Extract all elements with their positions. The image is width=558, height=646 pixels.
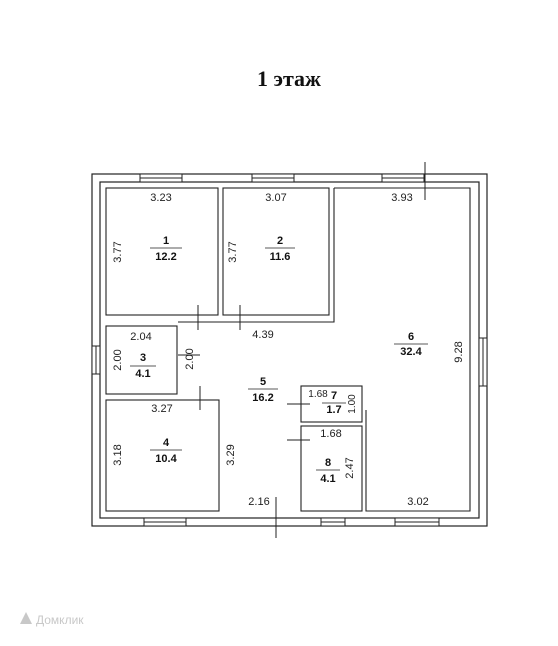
room-5-height: 3.29	[225, 444, 237, 465]
room-5-bottom: 2.16	[248, 496, 269, 508]
hall-top-wall	[178, 188, 335, 323]
room-5-area: 16.2	[252, 392, 273, 404]
room-3-height: 2.00	[112, 349, 124, 370]
room-8-area: 4.1	[320, 473, 335, 485]
room-2-height: 3.77	[227, 241, 239, 262]
room-8-outline	[300, 425, 363, 512]
room-8-height: 2.47	[344, 457, 356, 478]
room-4-height: 3.18	[112, 444, 124, 465]
windows	[91, 173, 488, 527]
room-4-outline	[105, 399, 220, 512]
room-3-number: 3	[140, 352, 146, 364]
outer-wall	[91, 173, 488, 527]
room-1-width: 3.23	[150, 192, 171, 204]
room-1-height: 3.77	[112, 241, 124, 262]
room-7-area: 1.7	[326, 404, 341, 416]
label-dividers	[130, 247, 428, 471]
room-5-number: 5	[260, 376, 266, 388]
room-7-height: 1.00	[347, 394, 358, 414]
room-6-height: 9.28	[453, 341, 465, 362]
watermark-text: Домклик	[36, 613, 84, 627]
interior-walls	[105, 187, 471, 512]
room-6-number: 6	[408, 331, 414, 343]
room-2-number: 2	[277, 235, 283, 247]
room-7-number: 7	[331, 390, 337, 402]
room-6-area: 32.4	[400, 346, 422, 358]
room-1-number: 1	[163, 235, 169, 247]
room-8-width: 1.68	[320, 428, 341, 440]
watermark-icon	[20, 612, 32, 624]
room-6-bottom: 3.02	[407, 496, 428, 508]
room-4-number: 4	[163, 437, 170, 449]
watermark-logo: Домклик	[20, 612, 84, 627]
room-3-width: 2.04	[130, 331, 151, 343]
room-1-outline	[105, 187, 219, 316]
room-5-width: 4.39	[252, 329, 273, 341]
room-4-area: 10.4	[155, 453, 177, 465]
room-7-width: 1.68	[308, 389, 328, 400]
room-2-area: 11.6	[270, 251, 291, 263]
room-3-area: 4.1	[135, 368, 150, 380]
room-1-area: 12.2	[155, 251, 176, 263]
room-6-width: 3.93	[391, 192, 412, 204]
room-4-width: 3.27	[151, 403, 172, 415]
room-3-outline	[105, 325, 178, 395]
room-2-outline	[222, 187, 330, 316]
room-8-number: 8	[325, 457, 331, 469]
room-2-width: 3.07	[265, 192, 286, 204]
floor-title: 1 этаж	[257, 66, 321, 91]
room-5-height-2: 2.00	[184, 348, 196, 369]
